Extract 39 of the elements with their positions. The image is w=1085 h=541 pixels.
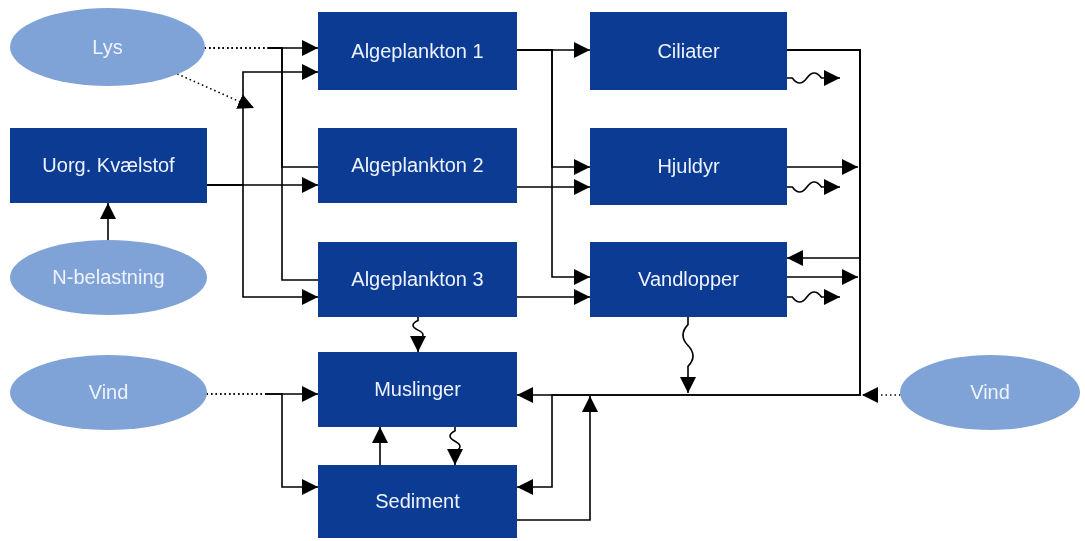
arrow: [516, 289, 591, 305]
process-box: [10, 128, 207, 203]
process-box: [590, 242, 787, 317]
process-box: [590, 12, 787, 90]
node-label: Sediment: [375, 489, 460, 514]
node-label: Algeplankton 1: [351, 38, 484, 64]
process-box: [318, 12, 517, 90]
arrow: [372, 426, 388, 466]
arrow: [516, 49, 861, 495]
arrow: [516, 179, 591, 195]
dotted-arrow: [176, 73, 255, 109]
process-box: [318, 465, 517, 538]
arrow: [786, 179, 841, 195]
arrow: [786, 269, 859, 285]
arrow: [100, 202, 116, 242]
arrow: [680, 316, 696, 394]
process-box: [318, 242, 517, 317]
node-label: Uorg. Kvælstof: [42, 153, 175, 178]
node-label: Algeplankton 3: [351, 267, 484, 292]
node-label: Vandlopper: [638, 267, 739, 292]
node-label: Muslinger: [374, 377, 461, 402]
arrow: [516, 395, 598, 521]
node-label: N-belastning: [52, 265, 165, 290]
arrow: [410, 316, 426, 353]
arrow: [447, 426, 463, 466]
arrow: [786, 70, 841, 86]
arrow: [786, 159, 859, 175]
node-label: Hjuldyr: [657, 154, 720, 179]
process-box: [318, 128, 517, 203]
node-label: Vind: [970, 380, 1010, 405]
node-label: Algeplankton 2: [351, 153, 484, 178]
node-label: Ciliater: [657, 38, 720, 64]
node-label: Vind: [88, 380, 129, 405]
process-box: [318, 352, 517, 427]
arrow: [516, 49, 591, 285]
node-label: Lys: [92, 34, 123, 60]
arrow: [786, 289, 841, 305]
process-box: [590, 128, 787, 205]
arrow: [206, 184, 319, 305]
